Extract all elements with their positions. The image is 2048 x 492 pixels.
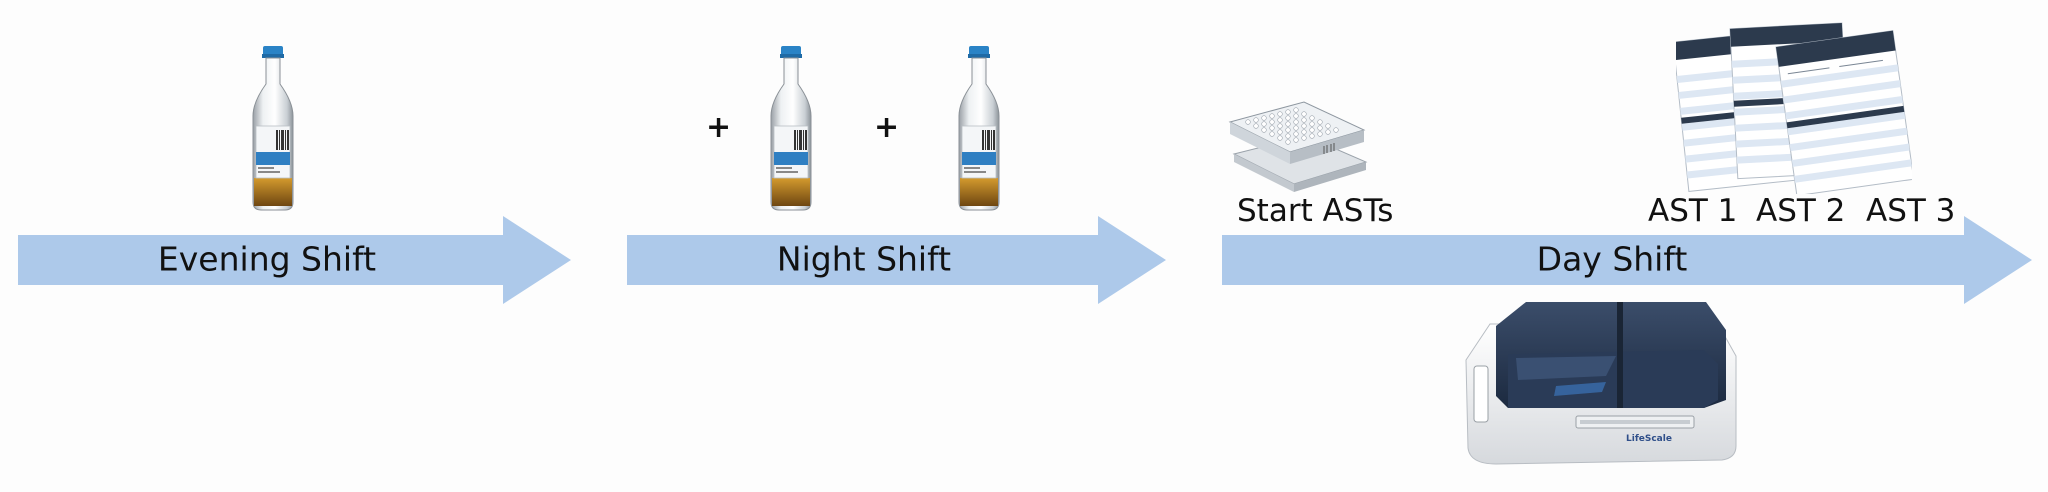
ast-2-caption: AST 2 — [1756, 193, 1846, 229]
blood-culture-bottle-icon — [766, 44, 816, 214]
evening-shift-label: Evening Shift — [157, 239, 377, 279]
plus-sign: + — [874, 110, 900, 145]
ast-report-stack-icon — [1676, 14, 1912, 194]
day-shift-arrow — [1222, 216, 2032, 304]
day-shift-label: Day Shift — [1536, 239, 1688, 279]
lifescale-instrument-icon: LifeScale — [1456, 296, 1742, 468]
evening-shift-arrow — [18, 216, 571, 304]
night-shift-arrow — [627, 216, 1166, 304]
night-shift-label: Night Shift — [776, 239, 952, 279]
microplate-stack-icon — [1228, 84, 1368, 192]
lifescale-logo: LifeScale — [1626, 434, 1672, 444]
ast-3-caption: AST 3 — [1866, 193, 1956, 229]
ast-1-caption: AST 1 — [1648, 193, 1738, 229]
blood-culture-bottle-icon — [248, 44, 298, 214]
start-asts-caption: Start ASTs — [1237, 193, 1394, 229]
blood-culture-bottle-icon — [954, 44, 1004, 214]
plus-sign: + — [706, 110, 732, 145]
